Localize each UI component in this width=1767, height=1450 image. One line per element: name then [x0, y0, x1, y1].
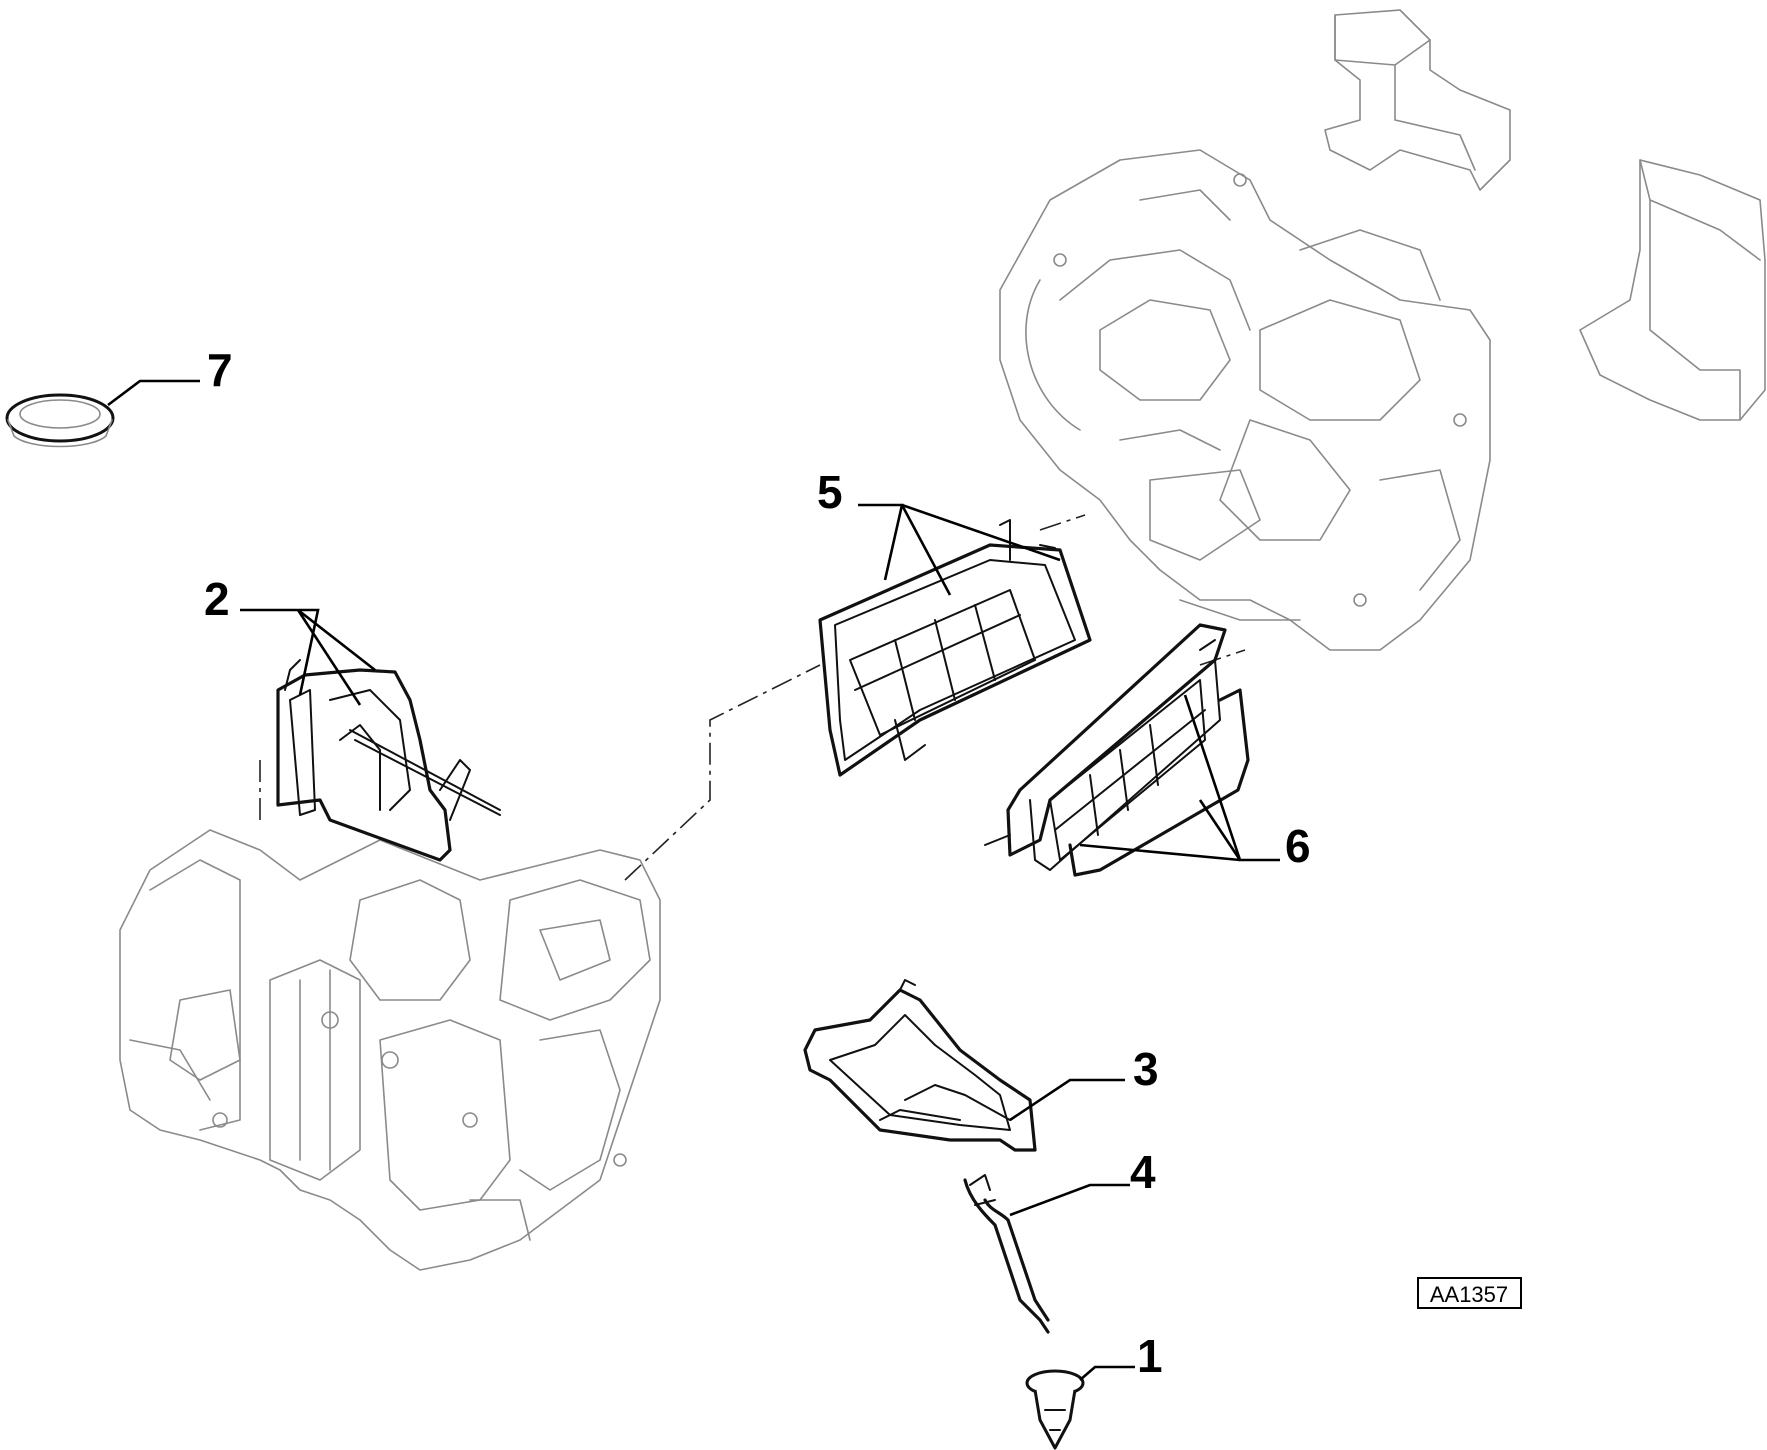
air-duct-top [1324, 9, 1511, 191]
heater-housing-lower [119, 829, 661, 1271]
callout-1: 1 [1137, 1330, 1163, 1382]
callout-3: 3 [1133, 1043, 1159, 1095]
assembly-axis-lines [259, 514, 1246, 881]
callout-6: 6 [1285, 820, 1311, 872]
callout-7: 7 [207, 344, 233, 396]
air-duct-right [1579, 159, 1766, 421]
part-7-cap [5, 393, 115, 448]
diagram-reference-code: AA1357 [1430, 1282, 1508, 1307]
part-3-drain-tray [803, 979, 1037, 1152]
callout-4: 4 [1130, 1146, 1156, 1198]
part-2-flap [276, 659, 501, 862]
callout-labels: 7 2 5 6 3 4 1 [204, 344, 1311, 1382]
heater-housing-upper [999, 149, 1491, 651]
part-6-filter-seal [984, 623, 1250, 877]
diagram-reference-badge: AA1357 [1417, 1277, 1522, 1309]
part-5-filter-frame [818, 519, 1092, 777]
leader-lines [107, 379, 1280, 1381]
callout-5: 5 [817, 466, 843, 518]
part-1-push-clip [1025, 1369, 1085, 1450]
callout-2: 2 [204, 573, 230, 625]
part-4-drain-hose [963, 1174, 1050, 1334]
